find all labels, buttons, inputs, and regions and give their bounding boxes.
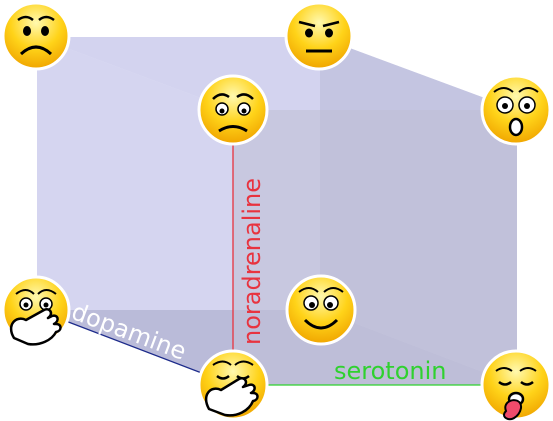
- smiling-face-icon: [285, 274, 357, 346]
- neutral-face-icon: [284, 1, 354, 71]
- yawning-hand-face-icon: [197, 349, 269, 421]
- cube-front-face: [233, 110, 517, 385]
- cube: [37, 37, 517, 385]
- worried-face-icon: [197, 74, 269, 146]
- tongue-out-face-icon: [480, 349, 552, 421]
- sad-face-icon: [1, 1, 71, 71]
- noradrenaline-label: noradrenaline: [238, 178, 266, 345]
- surprised-face-icon: [480, 74, 552, 146]
- serotonin-label: serotonin: [334, 357, 446, 385]
- hand-over-mouth-face-icon: [1, 275, 71, 346]
